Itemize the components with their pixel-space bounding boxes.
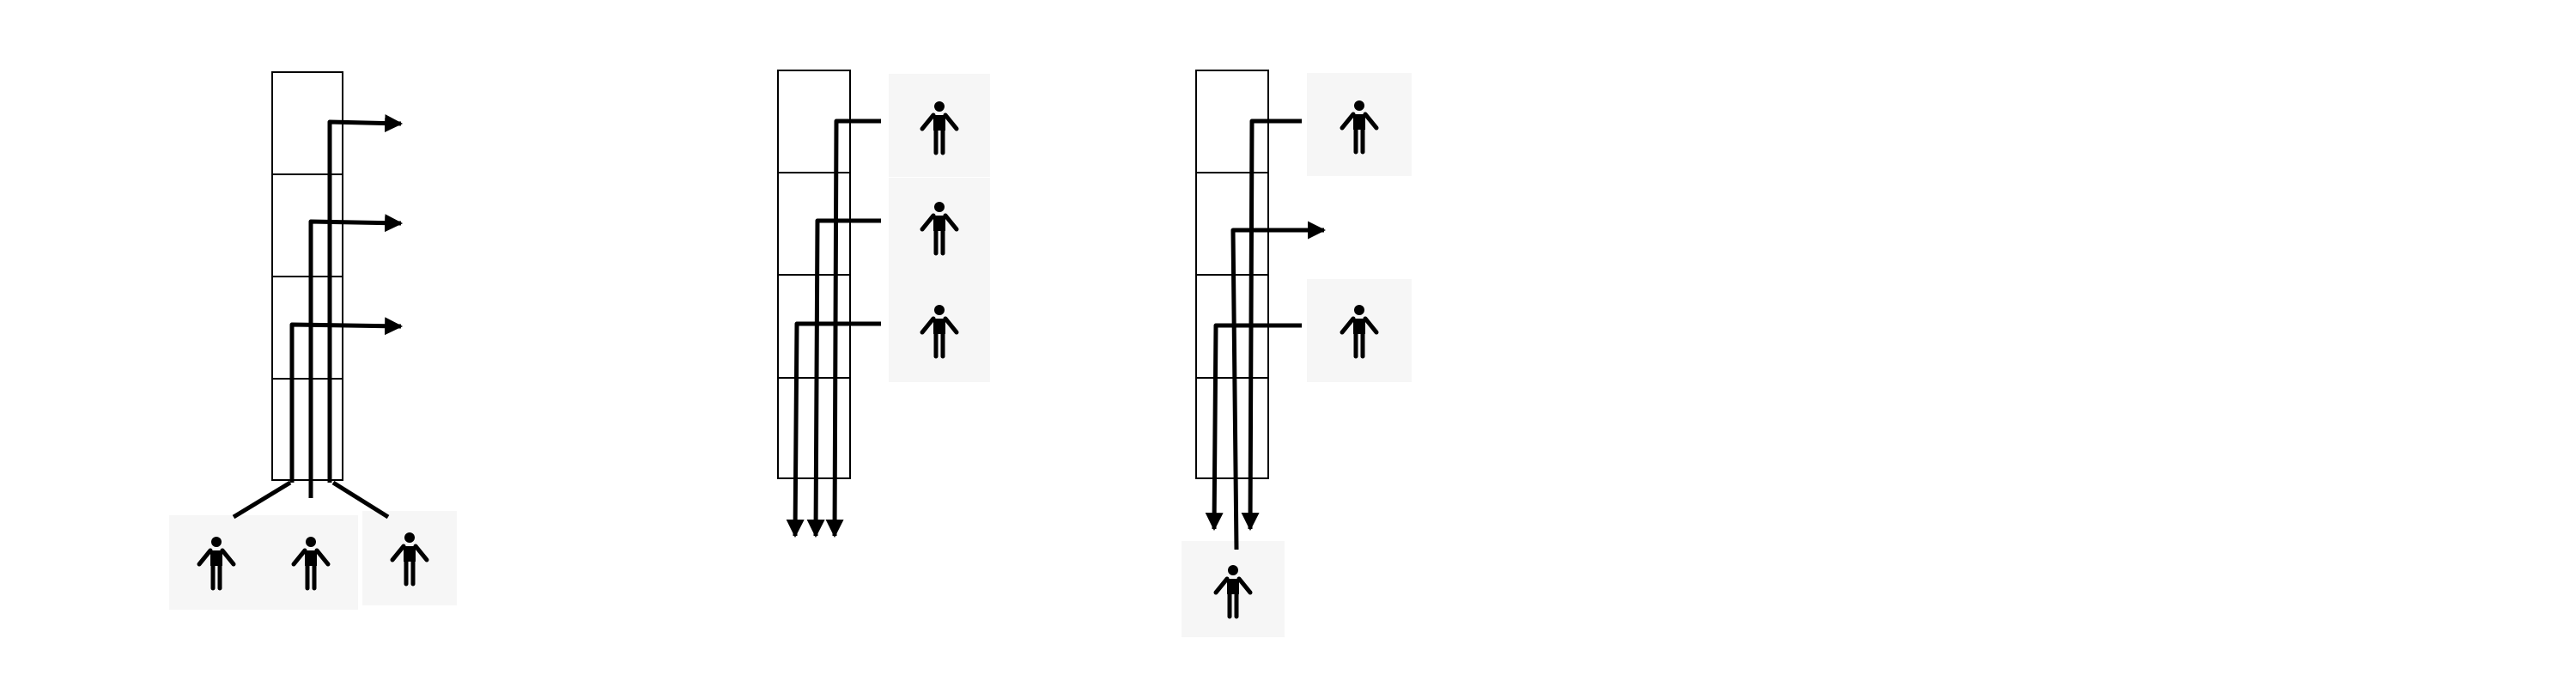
person-icon [362,511,457,605]
building-shaft [1195,70,1269,479]
people-group-bottom [1182,541,1285,637]
people-group-bottom [169,511,457,610]
paths [786,119,881,538]
person-icon [264,515,358,610]
route-arrow-down-icon [825,119,881,538]
route-arrow-down-icon [806,218,881,538]
route-arrow-right-icon [327,114,404,483]
route-arrow-down-icon [1241,119,1302,532]
people-group-side [1307,73,1412,382]
person-icon [889,178,990,279]
paths [1205,119,1327,550]
route-arrow-right-icon [1230,221,1327,550]
building-shaft [271,71,343,481]
panel-2 [777,70,990,538]
people-group-side [889,74,990,382]
route-arrow-down-icon [786,321,881,538]
person-icon [169,515,264,610]
route-arrow-right-icon [289,317,404,483]
building-shaft [777,70,851,479]
panel-3 [1182,70,1412,637]
panel-1 [169,71,457,610]
paths [232,114,404,520]
person-icon [1307,279,1412,382]
route-arrow-down-icon [1205,323,1302,532]
person-icon [1307,73,1412,176]
person-icon [889,74,990,177]
person-icon [889,279,990,382]
person-icon [1182,541,1285,637]
route-arrow-right-icon [308,214,404,483]
